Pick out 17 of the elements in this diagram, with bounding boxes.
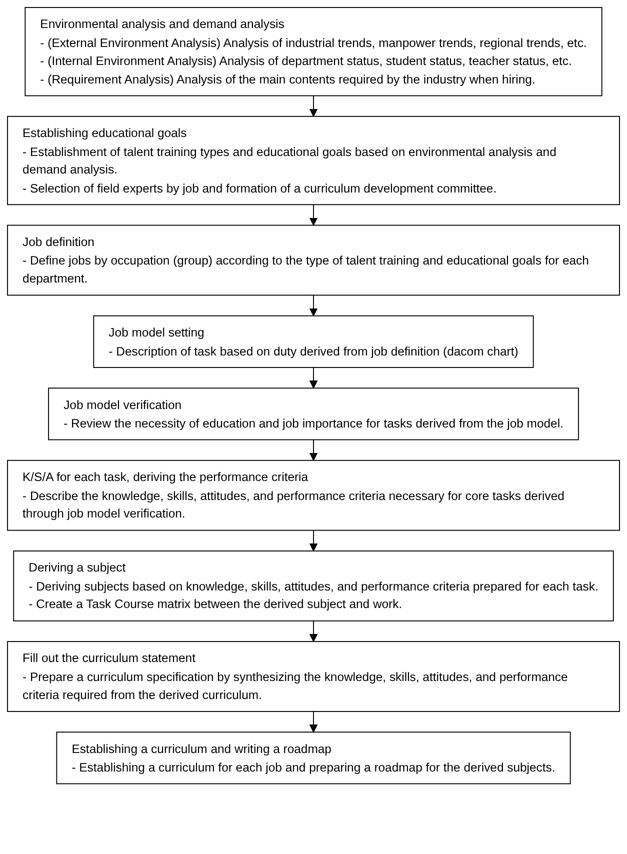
arrow bbox=[309, 439, 318, 461]
arrow bbox=[309, 530, 318, 552]
node-box: Establishing a curriculum and writing a roadmap - Establishing a curriculum for each job and preparing a roadmap for the derived subjects. bbox=[56, 732, 571, 784]
node-box: K/S/A for each task, deriving the performance criteria - Describe the knowledge, skills, attitudes, and performance criteria necessary for core tasks derived through job model verification. bbox=[7, 460, 620, 531]
arrow bbox=[309, 367, 318, 388]
arrow bbox=[309, 95, 318, 117]
node-box: Fill out the curriculum statement - Prepare a curriculum specification by synthesizing the knowledge, skills, attitudes, and performance criteria required from the derived curriculum. bbox=[7, 641, 620, 712]
node-box: Job model verification - Review the necessity of education and job importance for tasks derived from the job model. bbox=[48, 388, 579, 440]
node-box: Establishing educational goals - Establishment of talent training types and educational goals based on environmental analysis and demand analysis. - Selection of field experts by job and formation of a curriculum development committee. bbox=[7, 116, 620, 206]
node-box: Job definition - Define jobs by occupation (group) according to the type of talent training and educational goals for each department. bbox=[7, 224, 620, 296]
arrow bbox=[309, 204, 318, 226]
node-box: Deriving a subject - Deriving subjects based on knowledge, skills, attitudes, and performance criteria prepared for each task. - Create a Task Course matrix between the derived subject and work. bbox=[13, 550, 614, 622]
arrow bbox=[309, 294, 318, 316]
node-box: Environmental analysis and demand analysis - (External Environment Analysis) Analysis of industrial trends, manpower trends, regional trends, etc. - (Internal Environment Analysis) Analysis of department status, student status, teacher status, etc. - (Requirement Analysis) Analysis of the main contents required by the industry when hiring. bbox=[24, 7, 602, 96]
arrow bbox=[309, 620, 318, 642]
arrow bbox=[309, 711, 318, 732]
node-box: Job model setting - Description of task based on duty derived from job definition (dacom chart) bbox=[93, 315, 534, 368]
